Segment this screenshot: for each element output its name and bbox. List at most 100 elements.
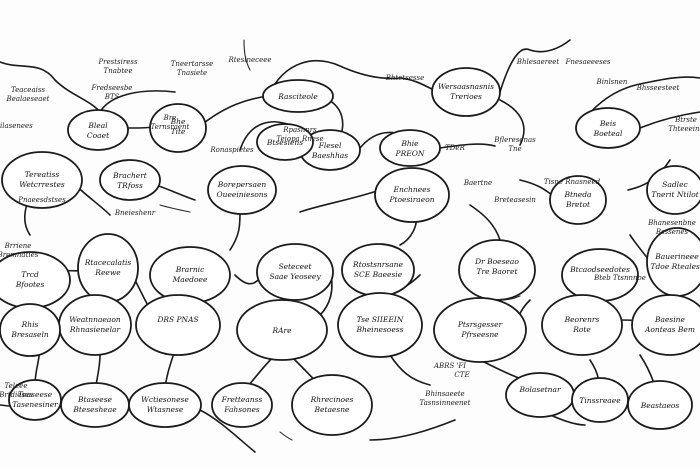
- node-label: Rasciteole: [277, 92, 318, 101]
- free-label: Bhtetsesse: [385, 74, 424, 82]
- edge: [389, 354, 431, 386]
- edge: [199, 409, 256, 453]
- free-label: Bteb Ttsnnnoe: [593, 274, 646, 282]
- edge: [267, 60, 401, 97]
- edge: [499, 39, 571, 93]
- free-label: TDeR: [445, 144, 465, 152]
- node-label: Bolasetnar: [518, 385, 561, 394]
- edge-thin: [159, 204, 191, 213]
- edge: [439, 143, 496, 149]
- node-label: Beastaeos: [640, 401, 680, 410]
- edge: [229, 211, 241, 251]
- free-label: Fnesaeeeses: [564, 58, 610, 66]
- node: Tinssreaee: [571, 377, 629, 423]
- node-label: RAre: [271, 326, 292, 335]
- free-label: Pnaeesdstses: [17, 196, 66, 204]
- node-label: Tinssreaee: [579, 396, 621, 405]
- free-label: Tadilasenees: [0, 122, 33, 130]
- free-label: Baertne: [463, 179, 492, 187]
- edge: [639, 111, 700, 129]
- free-label: Binlsnen: [596, 78, 628, 86]
- free-label: BtrsteThteeeine: [668, 116, 700, 133]
- node-label: Btcaodseedotes: [569, 265, 630, 274]
- edge-thin: [243, 39, 251, 71]
- edge: [99, 90, 176, 113]
- node: Btsesiens: [256, 123, 314, 161]
- node: DRS PNAS: [135, 294, 221, 356]
- edge: [0, 61, 101, 113]
- edge: [499, 99, 525, 146]
- edge-thin: [279, 431, 293, 441]
- edge: [469, 204, 501, 241]
- node: RAre: [236, 299, 328, 361]
- node-label: DRS PNAS: [156, 315, 198, 324]
- free-label: Rteslneceee: [227, 56, 271, 64]
- node: Rasciteole: [262, 79, 334, 113]
- edge: [299, 189, 381, 213]
- edge: [199, 95, 269, 127]
- free-label: Tisne Rnasneed: [544, 178, 601, 186]
